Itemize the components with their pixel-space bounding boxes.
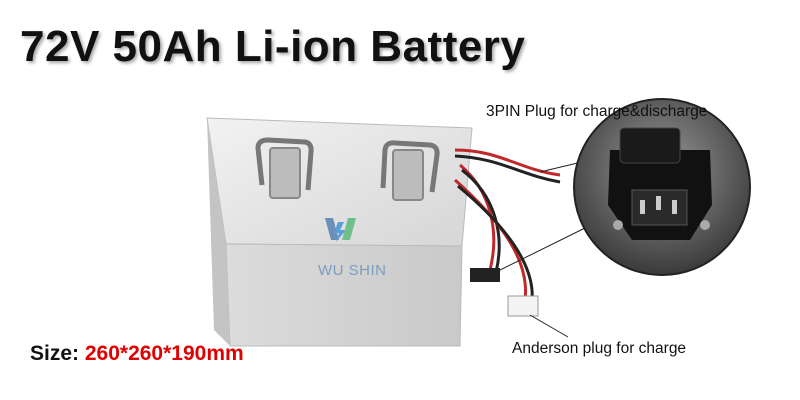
brand-name: WU SHIN <box>318 262 387 279</box>
size-label: Size: <box>30 342 80 365</box>
handle-left-icon <box>255 137 314 199</box>
size-spec: Size: 260*260*190mm <box>30 342 244 366</box>
battery-side-face <box>207 118 230 346</box>
product-title: 72V 50Ah Li-ion Battery <box>20 22 526 71</box>
size-value: 260*260*190mm <box>84 342 244 365</box>
anderson-connector-icon <box>507 295 539 317</box>
battery-front-face <box>225 243 463 347</box>
label-3pin-plug: 3PIN Plug for charge&discharge <box>486 103 708 120</box>
handle-right-icon <box>380 140 440 201</box>
cables <box>454 148 561 301</box>
plug-3pin-inset-icon <box>573 98 751 276</box>
small-connector-icon <box>470 268 500 282</box>
label-anderson-plug: Anderson plug for charge <box>512 340 687 357</box>
brand-logo-icon <box>325 218 356 242</box>
